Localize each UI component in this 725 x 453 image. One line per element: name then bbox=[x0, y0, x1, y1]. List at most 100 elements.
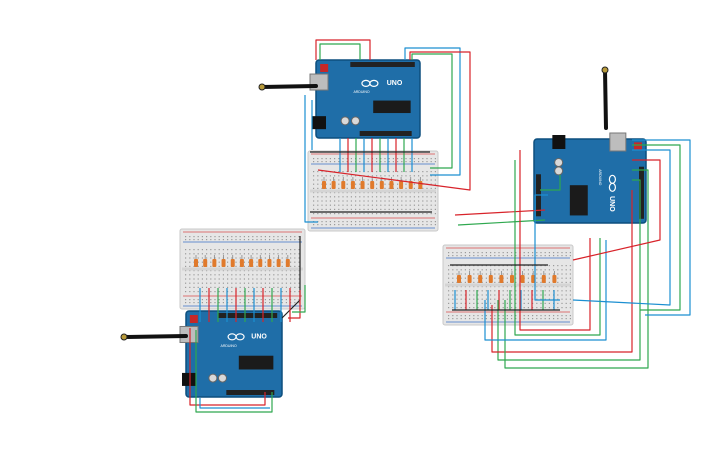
resistor[interactable] bbox=[457, 275, 461, 283]
hole bbox=[460, 302, 462, 304]
jumper-wire[interactable] bbox=[317, 51, 471, 191]
resistor[interactable] bbox=[276, 259, 281, 267]
hole bbox=[197, 274, 199, 276]
hole bbox=[189, 257, 191, 259]
hole bbox=[294, 291, 296, 293]
resistor[interactable] bbox=[194, 259, 198, 267]
jumper-wire[interactable] bbox=[540, 175, 561, 191]
jumper-wire[interactable] bbox=[457, 219, 546, 226]
reset-button[interactable] bbox=[320, 64, 329, 72]
usb-jack[interactable] bbox=[609, 132, 627, 152]
resistor[interactable] bbox=[552, 275, 557, 283]
jumper-wire[interactable] bbox=[319, 43, 361, 60]
jumper-wire[interactable] bbox=[411, 53, 453, 169]
usb-plug-icon[interactable] bbox=[258, 83, 266, 91]
resistor[interactable] bbox=[322, 181, 326, 189]
resistor[interactable] bbox=[230, 259, 235, 267]
resistor[interactable] bbox=[520, 275, 525, 283]
usb-plug-icon[interactable] bbox=[601, 66, 609, 74]
resistor[interactable] bbox=[467, 275, 472, 283]
resistor[interactable] bbox=[478, 275, 483, 283]
jumper-wire[interactable] bbox=[514, 160, 601, 336]
resistor[interactable] bbox=[341, 181, 346, 189]
hole bbox=[515, 269, 517, 271]
power-jack[interactable] bbox=[552, 135, 566, 149]
resistor[interactable] bbox=[499, 275, 504, 283]
resistor[interactable] bbox=[510, 275, 514, 283]
resistor[interactable] bbox=[531, 275, 536, 283]
hole bbox=[201, 253, 203, 255]
resistor[interactable] bbox=[267, 259, 272, 267]
jumper-wire[interactable] bbox=[288, 290, 301, 319]
breadboard-top[interactable] bbox=[307, 150, 439, 232]
board-model-label: UNO bbox=[608, 196, 615, 212]
resistor[interactable] bbox=[541, 275, 546, 283]
jumper-wire[interactable] bbox=[315, 39, 371, 60]
jumper-wire[interactable] bbox=[195, 330, 273, 413]
power-jack[interactable] bbox=[312, 116, 326, 130]
resistor[interactable] bbox=[221, 259, 226, 267]
jumper-wire[interactable] bbox=[504, 169, 649, 369]
jumper-wire[interactable] bbox=[484, 240, 607, 341]
jumper-wire[interactable] bbox=[454, 209, 546, 216]
hole bbox=[473, 273, 475, 275]
hole bbox=[397, 192, 399, 194]
jumper-wire[interactable] bbox=[199, 398, 270, 409]
jumper-wire[interactable] bbox=[572, 159, 661, 261]
resistor[interactable] bbox=[379, 181, 384, 189]
resistor[interactable] bbox=[389, 181, 394, 189]
jumper-wire[interactable] bbox=[404, 47, 461, 176]
resistor[interactable] bbox=[239, 259, 244, 267]
hole bbox=[231, 299, 233, 301]
hole bbox=[430, 208, 432, 210]
reset-button[interactable] bbox=[634, 142, 642, 151]
hole bbox=[553, 269, 555, 271]
analog-header[interactable] bbox=[226, 390, 275, 395]
digital-header[interactable] bbox=[350, 62, 415, 67]
analog-header[interactable] bbox=[359, 131, 412, 136]
hole bbox=[367, 183, 369, 185]
resistor[interactable] bbox=[399, 181, 404, 189]
reset-button[interactable] bbox=[189, 315, 198, 323]
jumper-wire[interactable] bbox=[572, 149, 671, 306]
resistor[interactable] bbox=[212, 259, 217, 267]
resistor[interactable] bbox=[249, 259, 254, 267]
jumper-wire[interactable] bbox=[189, 328, 266, 406]
resistor[interactable] bbox=[203, 259, 208, 267]
resistor[interactable] bbox=[285, 259, 290, 267]
breadboard-right[interactable] bbox=[442, 244, 574, 326]
digital-header[interactable] bbox=[217, 313, 278, 318]
hole bbox=[231, 257, 233, 259]
hole bbox=[367, 204, 369, 206]
power-jack[interactable] bbox=[182, 372, 196, 386]
jumper-wire[interactable] bbox=[491, 190, 633, 353]
resistor[interactable] bbox=[370, 181, 375, 189]
hole bbox=[260, 274, 262, 276]
jumper-wire[interactable] bbox=[632, 144, 681, 311]
breadboard-left[interactable] bbox=[179, 228, 306, 310]
hole bbox=[285, 278, 287, 280]
jumper-wire[interactable] bbox=[519, 150, 591, 331]
hole bbox=[434, 187, 436, 189]
hole bbox=[388, 200, 390, 202]
resistor[interactable] bbox=[408, 181, 413, 189]
jumper-wire[interactable] bbox=[632, 139, 691, 316]
hole bbox=[502, 290, 504, 292]
resistor[interactable] bbox=[258, 259, 263, 267]
resistor[interactable] bbox=[418, 181, 423, 189]
jumper-wire[interactable] bbox=[292, 285, 306, 313]
usb-plug-icon[interactable] bbox=[120, 333, 128, 341]
jumper-wire[interactable] bbox=[304, 95, 318, 223]
resistor[interactable] bbox=[350, 181, 355, 189]
hole bbox=[540, 273, 542, 275]
resistor[interactable] bbox=[488, 275, 493, 283]
resistor[interactable] bbox=[331, 181, 336, 189]
hole bbox=[185, 274, 187, 276]
jumper-wire[interactable] bbox=[534, 194, 560, 301]
resistor[interactable] bbox=[360, 181, 365, 189]
